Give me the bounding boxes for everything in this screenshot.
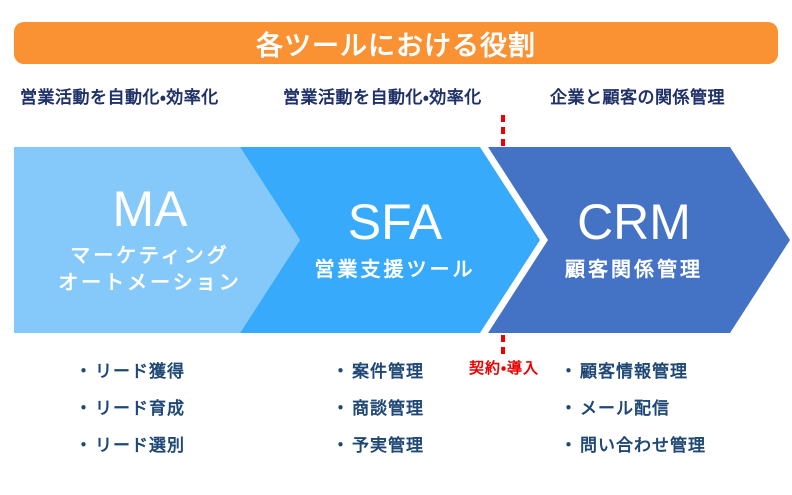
bullet-icon: ・ <box>75 362 93 381</box>
bullet-icon: ・ <box>332 436 350 455</box>
contract-label: 契約・導入 <box>468 360 540 377</box>
list-item: ・ リード選別 <box>75 434 185 457</box>
list-item: ・ メール配信 <box>560 397 706 420</box>
list-item-label: 問い合わせ管理 <box>580 436 706 455</box>
list-item: ・ 商談管理 <box>332 397 424 420</box>
list-item-label: リード獲得 <box>95 362 185 381</box>
list-item-label: リード選別 <box>95 436 185 455</box>
list-item-label: 予実管理 <box>352 436 424 455</box>
list-item-label: メール配信 <box>580 399 670 418</box>
crm-feature-list: ・ 顧客情報管理 ・ メール配信 ・ 問い合わせ管理 <box>560 360 706 457</box>
list-item: ・ 案件管理 <box>332 360 424 383</box>
ma-role-label: 営業活動を自動化・効率化 <box>20 88 219 107</box>
sfa-role-label: 営業活動を自動化・効率化 <box>283 88 482 107</box>
sfa-feature-list: ・ 案件管理 ・ 商談管理 ・ 予実管理 <box>332 360 424 457</box>
bullet-icon: ・ <box>332 362 350 381</box>
list-item: ・ 顧客情報管理 <box>560 360 706 383</box>
contract-divider-dash-top <box>501 115 505 146</box>
list-item: ・ リード育成 <box>75 397 185 420</box>
bullet-icon: ・ <box>332 399 350 418</box>
ma-chevron-shape <box>14 147 300 333</box>
bullet-icon: ・ <box>560 362 578 381</box>
list-item: ・ リード獲得 <box>75 360 185 383</box>
list-item: ・ 問い合わせ管理 <box>560 434 706 457</box>
bullet-icon: ・ <box>560 399 578 418</box>
crm-role-label: 企業と顧客の関係管理 <box>550 88 725 107</box>
list-item-label: 案件管理 <box>352 362 424 381</box>
list-item-label: 商談管理 <box>352 399 424 418</box>
bullet-icon: ・ <box>560 436 578 455</box>
page-title: 各ツールにおける役割 <box>256 30 536 61</box>
list-item-label: リード育成 <box>95 399 185 418</box>
ma-feature-list: ・ リード獲得 ・ リード育成 ・ リード選別 <box>75 360 185 457</box>
list-item: ・ 予実管理 <box>332 434 424 457</box>
header-banner: 各ツールにおける役割 <box>14 22 778 64</box>
list-item-label: 顧客情報管理 <box>580 362 688 381</box>
bullet-icon: ・ <box>75 436 93 455</box>
contract-divider-dash-bottom <box>501 335 505 358</box>
bullet-icon: ・ <box>75 399 93 418</box>
